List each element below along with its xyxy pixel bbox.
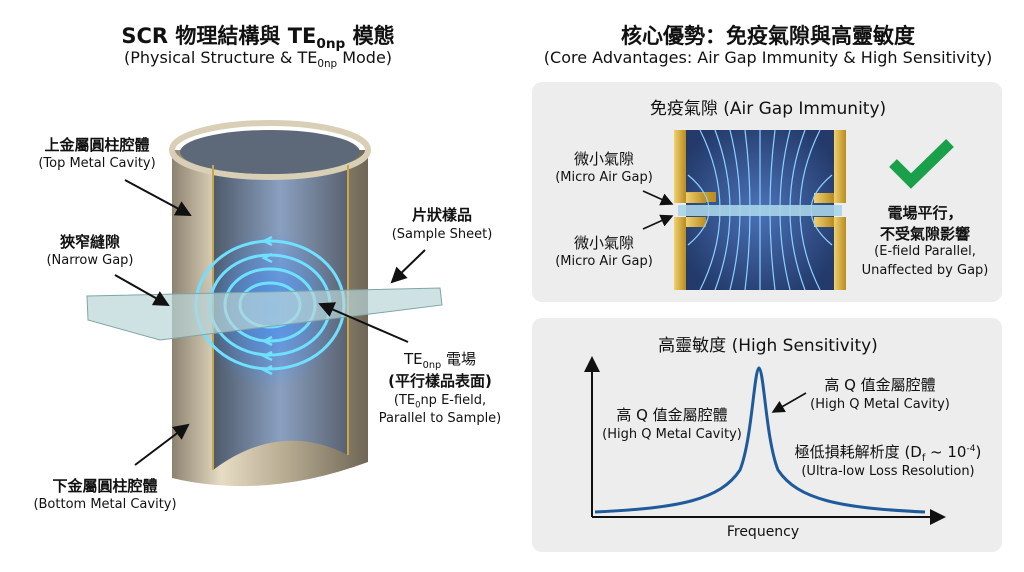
field-label-en2: Parallel to Sample) — [378, 411, 502, 426]
sample-sheet — [86, 287, 443, 341]
gold-electrodes — [674, 130, 846, 290]
plot-axes — [584, 356, 946, 525]
left-q-label-en: (High Q Metal Cavity) — [602, 427, 742, 442]
field-arrow-icons — [261, 235, 273, 376]
micro-gap-label-top-en: (Micro Air Gap) — [555, 170, 653, 185]
loss-label: 極低損耗解析度 (Df ~ 10-4) — [794, 443, 982, 464]
result-zh1: 電場平行， — [887, 204, 963, 222]
check-icon — [889, 139, 954, 189]
narrow-gap-label: 狹窄縫隙 — [59, 233, 121, 251]
bottom-cavity-label-en: (Bottom Metal Cavity) — [33, 497, 177, 512]
right-q-label-en: (High Q Metal Cavity) — [810, 397, 950, 412]
field-label: TE0np 電場 — [404, 350, 476, 371]
right-subtitle: (Core Advantages: Air Gap Immunity & Hig… — [543, 48, 993, 67]
label-arrows — [114, 179, 426, 466]
micro-gap-label-bottom: 微小氣隙 — [573, 234, 635, 252]
result-en2: Unaffected by Gap) — [861, 263, 989, 278]
air-gap-title: 免疫氣隙 (Air Gap Immunity) — [649, 99, 887, 119]
field-label-en1: (TE0np E-field, — [393, 393, 487, 410]
cylinder-rim — [169, 120, 371, 180]
micro-gap-label-bottom-en: (Micro Air Gap) — [555, 254, 653, 269]
top-cavity-label: 上金屬圓柱腔體 — [44, 136, 150, 154]
result-en1: (E-field Parallel, — [874, 244, 976, 259]
top-cavity-label-en: (Top Metal Cavity) — [38, 156, 156, 171]
field-label-zh2: (平行樣品表面) — [388, 372, 492, 390]
micro-gap-label-top: 微小氣隙 — [573, 150, 635, 168]
left-title: SCR 物理結構與 TE0np 模態 — [121, 24, 395, 53]
loss-label-en: (Ultra-low Loss Resolution) — [801, 464, 975, 479]
resonance-curve — [594, 366, 926, 514]
sample-sheet-label-en: (Sample Sheet) — [391, 227, 493, 242]
bottom-cavity-label: 下金屬圓柱腔體 — [52, 477, 158, 495]
result-zh2: 不受氣隙影響 — [879, 225, 971, 243]
scr-cylinder-illustration — [86, 120, 443, 487]
narrow-gap-label-en: (Narrow Gap) — [46, 253, 134, 268]
right-q-label: 高 Q 值金屬腔體 — [824, 376, 936, 394]
sample-strip — [678, 205, 842, 216]
sample-sheet-label: 片狀樣品 — [411, 206, 473, 224]
right-title: 核心優勢：免疫氣隙與高靈敏度 — [621, 24, 915, 48]
x-axis-label: Frequency — [726, 524, 800, 540]
left-q-label: 高 Q 值金屬腔體 — [616, 406, 728, 424]
left-subtitle: (Physical Structure & TE0np Mode) — [123, 48, 393, 71]
sensitivity-title: 高靈敏度 (High Sensitivity) — [658, 336, 878, 356]
